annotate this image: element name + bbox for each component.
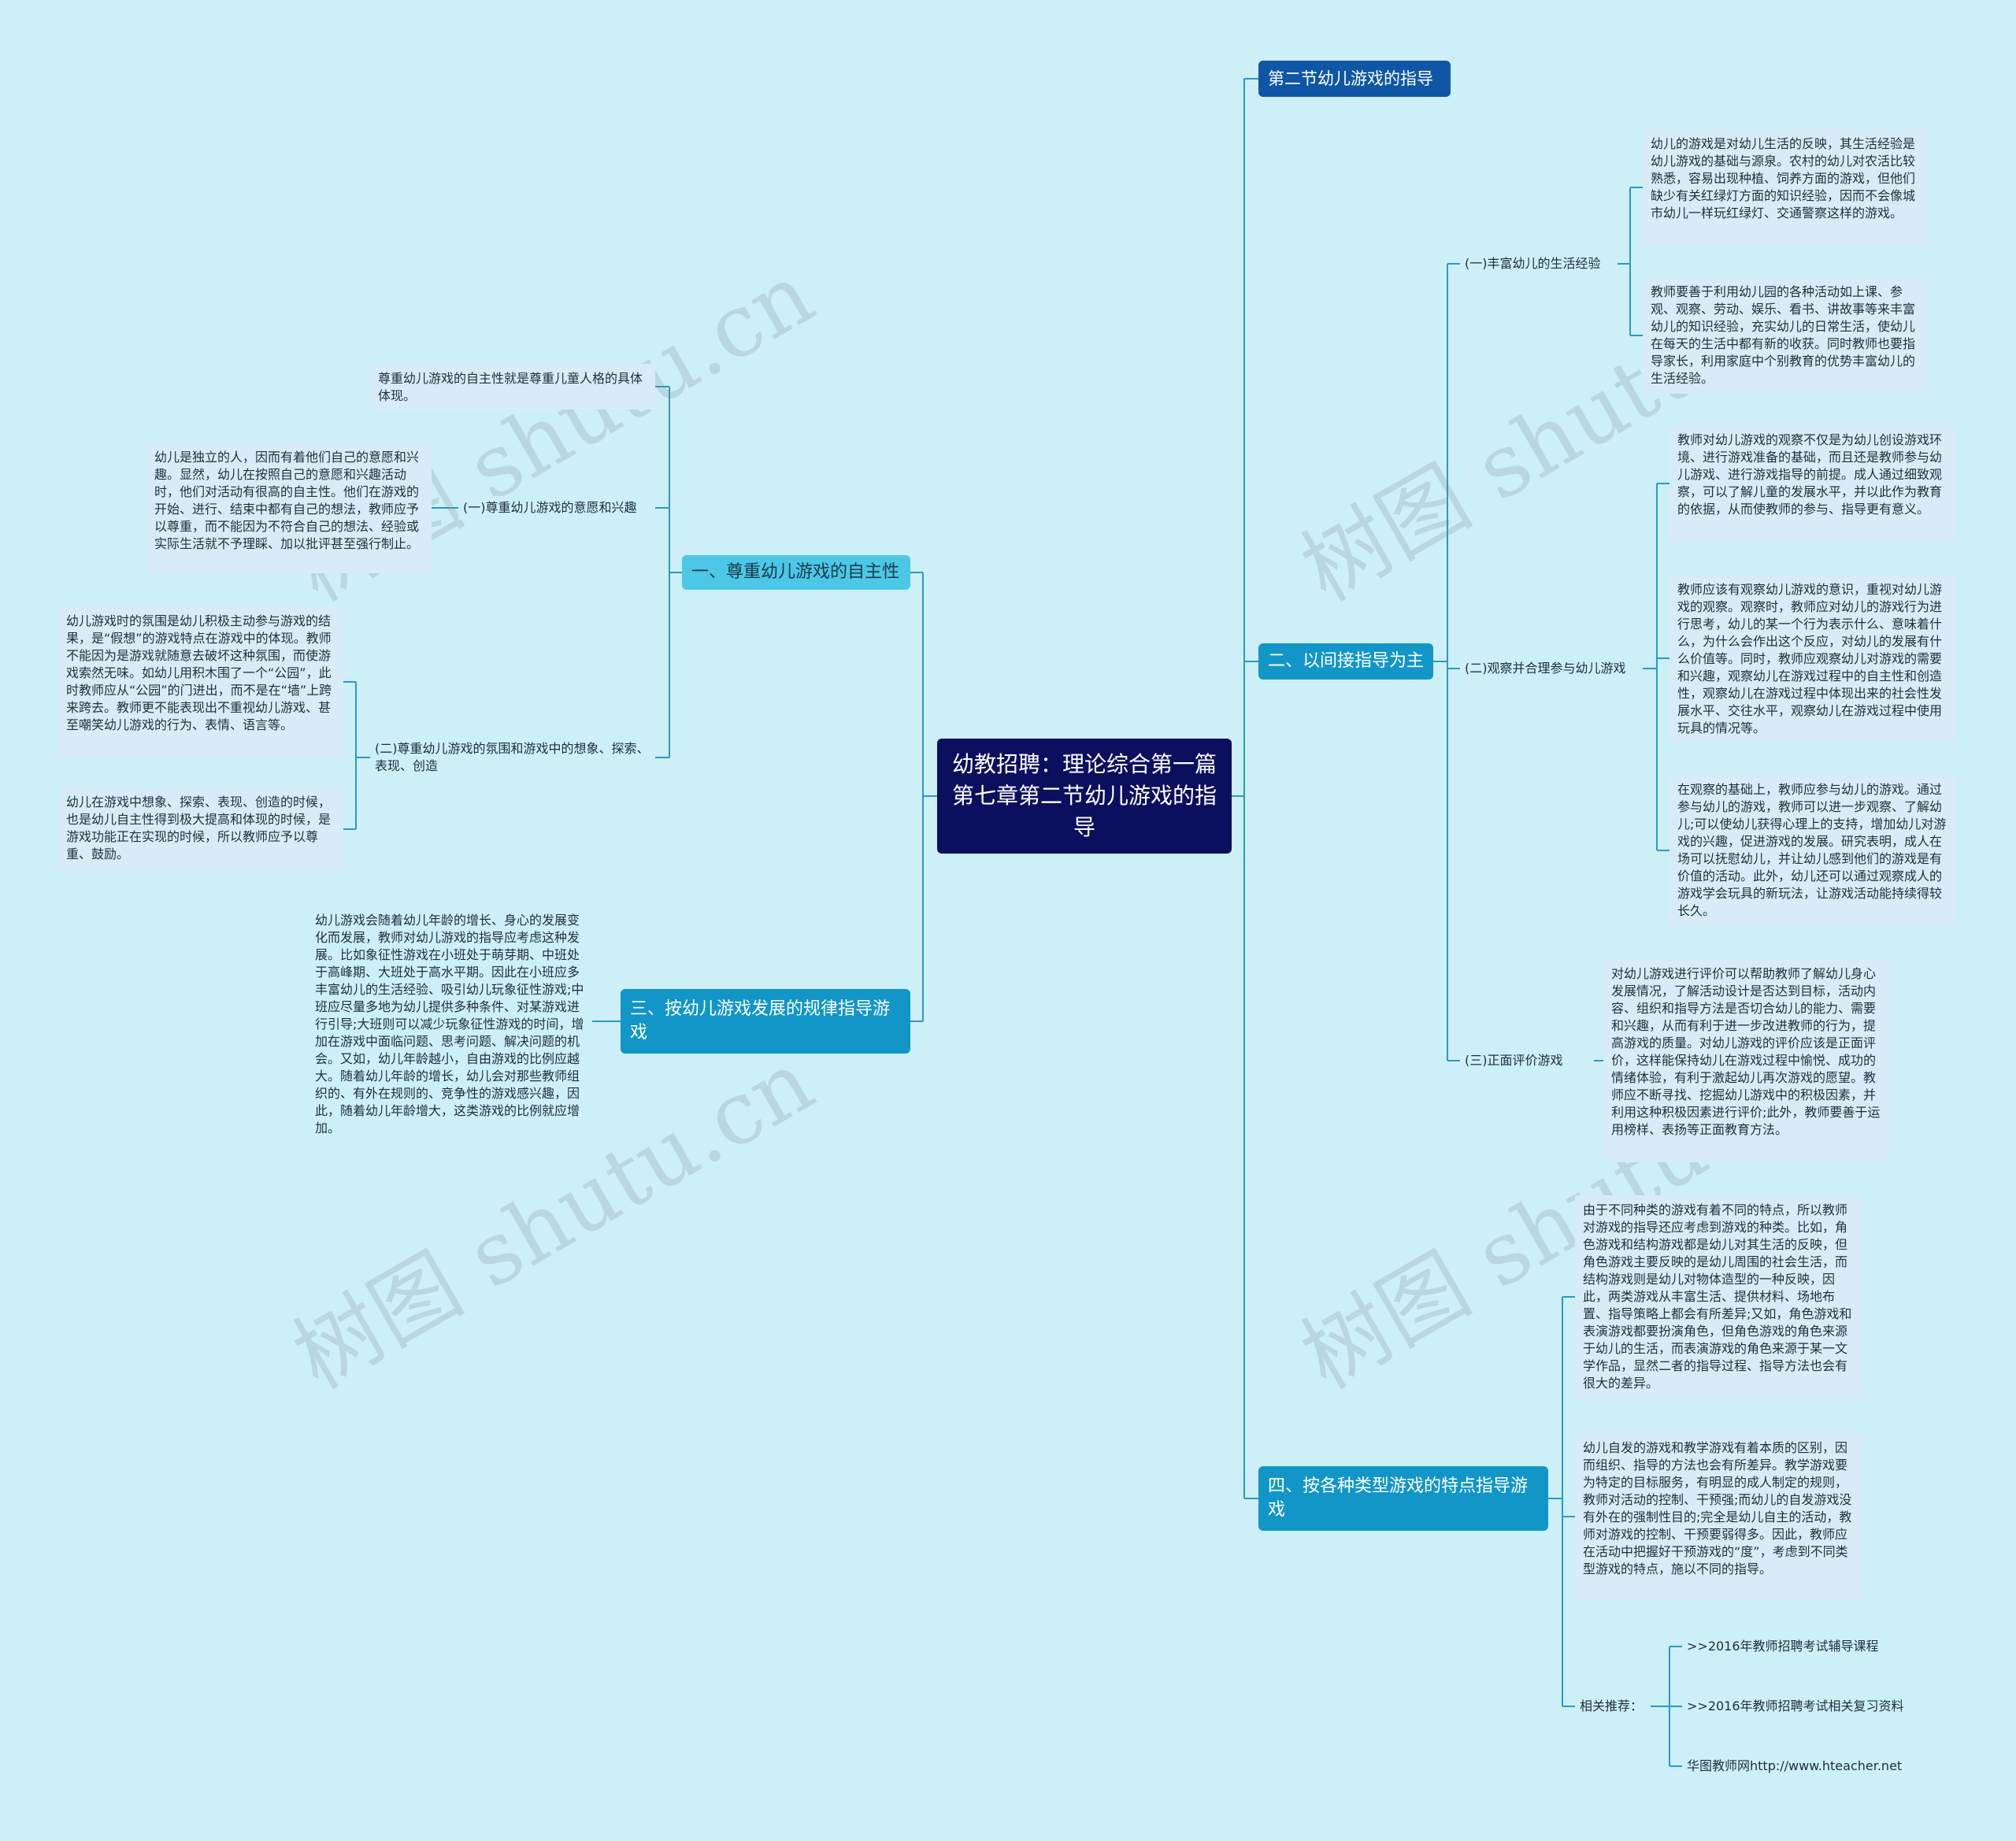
sub-enrich-experience[interactable]: (一)丰富幼儿的生活经验 [1460, 252, 1618, 276]
leaf-autonomy-definition[interactable]: 尊重幼儿游戏的自主性就是尊重儿童人格的具体体现。 [370, 364, 655, 409]
branch-indirect-guidance[interactable]: 二、以间接指导为主 [1258, 643, 1433, 680]
sub-observe-participate[interactable]: (二)观察并合理参与幼儿游戏 [1460, 657, 1643, 680]
leaf-observe-awareness[interactable]: 教师应该有观察幼儿游戏的意识，重视对幼儿游戏的观察。观察时，教师应对幼儿的游戏行… [1670, 575, 1956, 742]
leaf-positive-evaluation[interactable]: 对幼儿游戏进行评价可以帮助教师了解幼儿身心发展情况，了解活动设计是否达到目标，活… [1603, 959, 1890, 1162]
leaf-participate[interactable]: 在观察的基础上，教师应参与幼儿的游戏。通过参与幼儿的游戏，教师可以进一步观察、了… [1670, 775, 1956, 926]
sub-positive-evaluation[interactable]: (三)正面评价游戏 [1460, 1049, 1594, 1072]
link-website[interactable]: 华图教师网http://www.hteacher.net [1687, 1758, 1903, 1773]
branch-development-rules[interactable]: 三、按幼儿游戏发展的规律指导游戏 [621, 989, 910, 1054]
sub-respect-wishes[interactable]: (一)尊重幼儿游戏的意愿和兴趣 [458, 496, 655, 520]
root-topic[interactable]: 幼教招聘：理论综合第一篇第七章第二节幼儿游戏的指导 [937, 739, 1232, 854]
leaf-experience-source[interactable]: 幼儿的游戏是对幼儿生活的反映，其生活经验是幼儿游戏的基础与源泉。农村的幼儿对农活… [1643, 129, 1929, 246]
leaf-imagination[interactable]: 幼儿在游戏中想象、探索、表现、创造的时候，也是幼儿自主性得到极大提高和体现的时候… [58, 787, 343, 871]
leaf-respect-wishes[interactable]: 幼儿是独立的人，因而有着他们自己的意愿和兴趣。显然，幼儿在按照自己的意愿和兴趣活… [146, 443, 432, 573]
leaf-atmosphere[interactable]: 幼儿游戏时的氛围是幼儿积极主动参与游戏的结果，是“假想”的游戏特点在游戏中的体现… [58, 606, 343, 758]
leaf-teacher-enrich[interactable]: 教师要善于利用幼儿园的各种活动如上课、参观、观察、劳动、娱乐、看书、讲故事等来丰… [1643, 277, 1929, 394]
link-course[interactable]: >>2016年教师招聘考试辅导课程 [1687, 1639, 1879, 1654]
sub-related-recommendations[interactable]: 相关推荐： [1575, 1695, 1651, 1718]
branch-game-types[interactable]: 四、按各种类型游戏的特点指导游戏 [1258, 1466, 1548, 1531]
leaf-development-rules[interactable]: 幼儿游戏会随着幼儿年龄的增长、身心的发展变化而发展，教师对幼儿游戏的指导应考虑这… [307, 906, 592, 1139]
sub-respect-atmosphere[interactable]: (二)尊重幼儿游戏的氛围和游戏中的想象、探索、表现、创造 [370, 737, 655, 778]
leaf-game-types[interactable]: 由于不同种类的游戏有着不同的特点，所以教师对游戏的指导还应考虑到游戏的种类。比如… [1575, 1195, 1862, 1398]
link-materials[interactable]: >>2016年教师招聘考试相关复习资料 [1687, 1698, 1904, 1713]
branch-respect-autonomy[interactable]: 一、尊重幼儿游戏的自主性 [682, 555, 910, 590]
branch-section-title[interactable]: 第二节幼儿游戏的指导 [1258, 61, 1451, 97]
leaf-teaching-games[interactable]: 幼儿自发的游戏和教学游戏有着本质的区别，因而组织、指导的方法也会有所差异。教学游… [1575, 1433, 1862, 1600]
leaf-observe-basis[interactable]: 教师对幼儿游戏的观察不仅是为幼儿创设游戏环境、进行游戏准备的基础，而且还是教师参… [1670, 425, 1956, 542]
